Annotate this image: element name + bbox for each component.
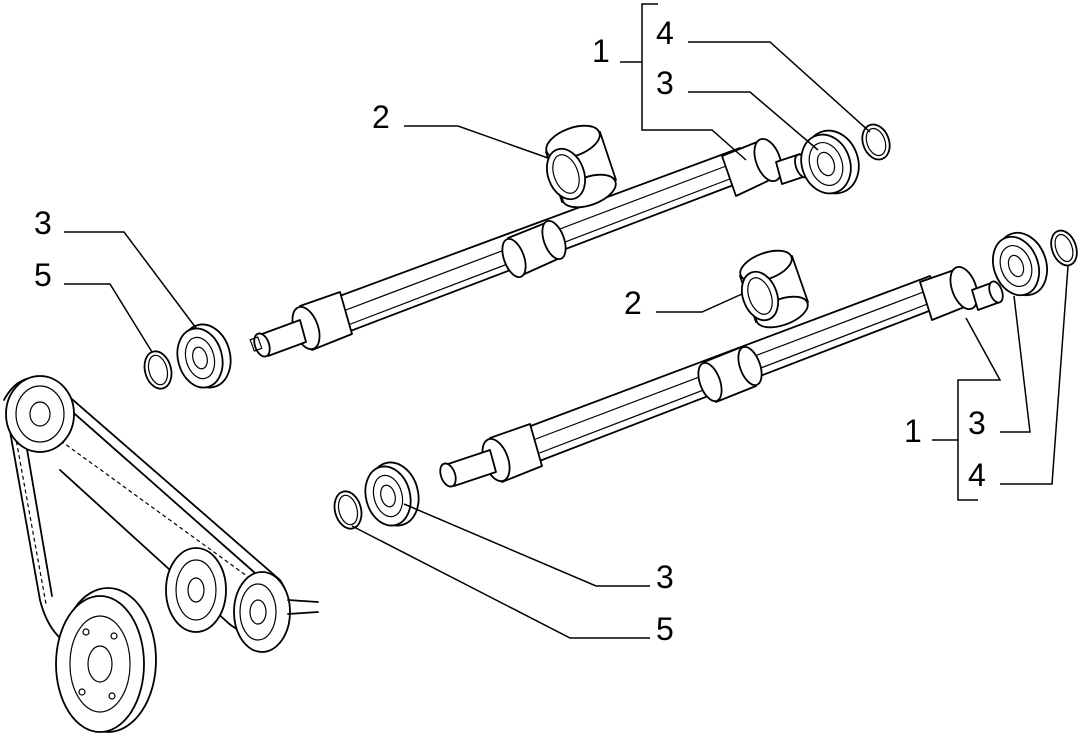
callout-labels: 1 4 3 2 3 5 2 1 3 4 3 5	[34, 15, 986, 647]
callout-1-lower: 1	[904, 413, 922, 449]
lower-shaft-front-bearing	[364, 461, 420, 527]
callout-4-upper: 4	[656, 15, 674, 51]
upper-idler-pulley	[5, 375, 75, 453]
lower-shaft-rear-bearing	[992, 231, 1048, 297]
callout-3-upper-front: 3	[34, 205, 52, 241]
upper-shaft-rear-bearing	[800, 129, 860, 195]
lower-balance-shaft	[439, 266, 1004, 488]
upper-shaft-front-bearing	[176, 323, 232, 389]
upper-shaft-front-ring	[143, 350, 173, 390]
callout-3-lower-rear: 3	[968, 405, 986, 441]
callout-5-upper-front: 5	[34, 257, 52, 293]
tensioner-pulley	[165, 547, 227, 633]
timing-belt-assembly	[3, 375, 319, 733]
callout-3-lower-front: 3	[656, 559, 674, 595]
callout-1-upper: 1	[592, 33, 610, 69]
lower-shaft-bush	[739, 249, 809, 329]
lower-shaft-front-ring	[333, 490, 363, 530]
upper-shaft-circlip	[861, 123, 891, 161]
callout-3-upper-rear: 3	[656, 65, 674, 101]
callout-2-lower: 2	[624, 285, 642, 321]
idler-roller	[233, 571, 319, 653]
leader-lines	[64, 3, 1069, 639]
upper-shaft-bush	[545, 124, 617, 209]
main-toothed-pulley	[55, 587, 157, 733]
callout-2-upper: 2	[372, 99, 390, 135]
callout-4-lower: 4	[968, 457, 986, 493]
callout-5-lower-front: 5	[656, 611, 674, 647]
lower-shaft-circlip	[1050, 229, 1078, 267]
upper-balance-shaft	[249, 138, 810, 358]
